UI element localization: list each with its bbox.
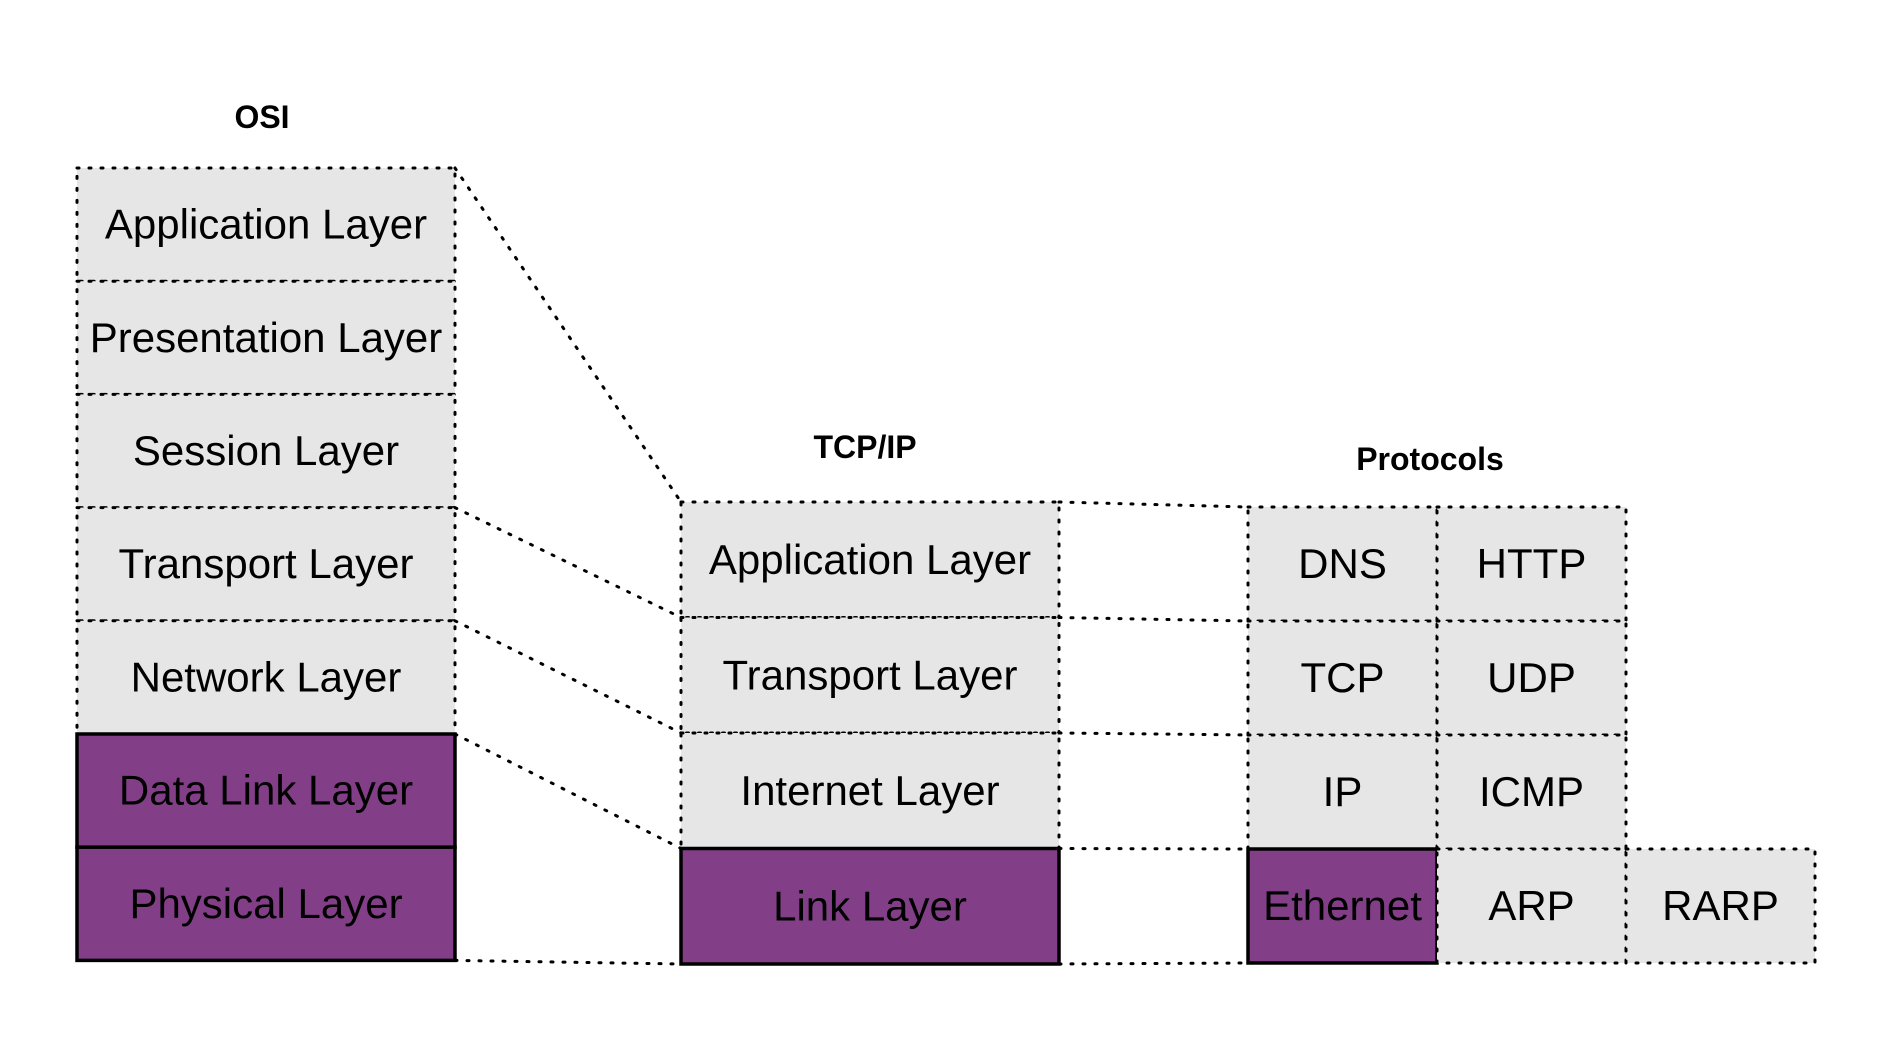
osi-layer-application-layer-label: Application Layer (105, 201, 427, 248)
tcpip-layer-internet-layer-label: Internet Layer (740, 767, 999, 814)
protocol-cell-ip-label: IP (1323, 768, 1363, 815)
protocol-line-application (1057, 500, 1250, 509)
osi-layer-physical-layer-box (75, 845, 457, 963)
protocol-line-link-top (1057, 847, 1250, 851)
protocol-cell-ip-box (1246, 733, 1439, 851)
tcpip-heading: TCP/IP (813, 429, 916, 465)
protocol-cell-arp: ARP (1435, 847, 1628, 965)
protocol-cell-ethernet-box (1246, 847, 1439, 965)
protocol-cell-udp-box (1435, 619, 1628, 737)
tcpip-layer-transport-layer-label: Transport Layer (723, 651, 1018, 698)
osi-layer-application-layer: Application Layer (75, 166, 457, 283)
tcpip-layer-application-layer-label: Application Layer (709, 536, 1031, 583)
mapping-line-data-link (453, 732, 683, 850)
mapping-line-transport (453, 506, 683, 619)
osi-layer-transport-layer-box (75, 506, 457, 623)
protocol-cell-http: HTTP (1435, 505, 1628, 623)
osi-layer-session-layer: Session Layer (75, 392, 457, 510)
protocol-cell-ethernet-label: Ethernet (1263, 882, 1422, 929)
osi-layer-data-link-layer-label: Data Link Layer (119, 767, 413, 814)
protocol-cell-rarp-label: RARP (1662, 882, 1779, 929)
protocol-cell-udp-label: UDP (1487, 654, 1576, 701)
osi-layer-physical-layer: Physical Layer (75, 845, 457, 963)
osi-layer-presentation-layer-box (75, 279, 457, 396)
protocol-cell-icmp: ICMP (1435, 733, 1628, 851)
mapping-line-application (453, 166, 683, 504)
protocol-cell-rarp: RARP (1624, 847, 1817, 965)
protocol-cell-arp-label: ARP (1488, 882, 1574, 929)
protocol-cell-dns-label: DNS (1298, 540, 1387, 587)
tcpip-layer-link-layer-label: Link Layer (773, 882, 967, 929)
osi-layer-transport-layer-label: Transport Layer (119, 540, 414, 587)
protocol-cell-tcp: TCP (1246, 619, 1439, 737)
mapping-line-network (453, 619, 683, 735)
protocol-line-internet (1057, 731, 1250, 737)
tcpip-layer-link-layer: Link Layer (679, 846, 1061, 966)
tcpip-layer-application-layer: Application Layer (679, 500, 1061, 619)
protocol-cell-udp: UDP (1435, 619, 1628, 737)
tcpip-layer-transport-layer: Transport Layer (679, 616, 1061, 735)
osi-layer-session-layer-label: Session Layer (133, 427, 399, 474)
protocol-cell-dns: DNS (1246, 505, 1439, 623)
protocol-cell-rarp-box (1624, 847, 1817, 965)
osi-layer-transport-layer: Transport Layer (75, 506, 457, 623)
osi-layer-network-layer-label: Network Layer (131, 653, 402, 700)
protocol-cell-icmp-label: ICMP (1479, 768, 1584, 815)
osi-layer-physical-layer-label: Physical Layer (129, 880, 402, 927)
osi-layer-data-link-layer: Data Link Layer (75, 732, 457, 849)
osi-layer-application-layer-box (75, 166, 457, 283)
osi-layer-presentation-layer-label: Presentation Layer (90, 314, 443, 361)
protocol-cell-http-label: HTTP (1477, 540, 1587, 587)
tcpip-layer-link-layer-box (679, 846, 1061, 966)
protocol-line-link-bottom (1057, 961, 1250, 966)
osi-layer-network-layer: Network Layer (75, 619, 457, 736)
osi-layer-network-layer-box (75, 619, 457, 736)
osi-heading: OSI (234, 99, 289, 135)
protocol-cell-arp-box (1435, 847, 1628, 965)
protocol-cell-ethernet: Ethernet (1246, 847, 1439, 965)
protocol-cell-http-box (1435, 505, 1628, 623)
osi-layer-data-link-layer-box (75, 732, 457, 849)
tcpip-layer-internet-layer: Internet Layer (679, 731, 1061, 850)
layer-mapping-lines (453, 166, 1250, 966)
protocols-heading: Protocols (1356, 441, 1504, 477)
osi-layer-session-layer-box (75, 392, 457, 510)
mapping-line-physical (453, 958, 683, 966)
protocol-cell-tcp-label: TCP (1301, 654, 1385, 701)
protocol-cell-ip: IP (1246, 733, 1439, 851)
osi-layer-presentation-layer: Presentation Layer (75, 279, 457, 396)
protocol-line-transport (1057, 616, 1250, 623)
